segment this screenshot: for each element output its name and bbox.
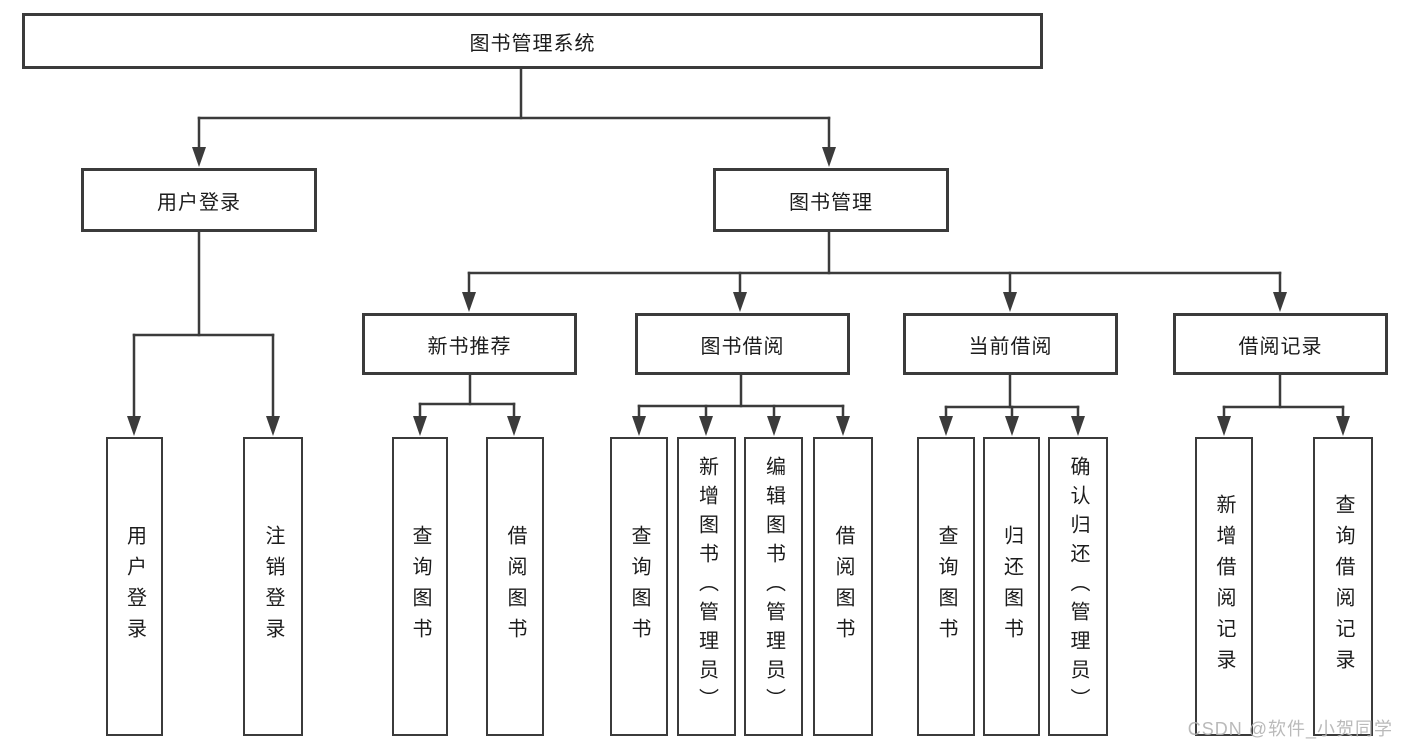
node-root-label: 图书管理系统 (469, 32, 596, 55)
node-book-management: 图书管理 (713, 168, 949, 232)
leaf-edit-book-admin-label: 编辑图书（管理员） (762, 456, 785, 717)
node-new-book-recommend-label: 新书推荐 (427, 335, 512, 358)
leaf-query-books-borrow: 查询图书 (610, 437, 668, 736)
leaf-borrow-books-recommend-label: 借阅图书 (504, 524, 526, 649)
leaf-borrow-books-recommend: 借阅图书 (486, 437, 544, 736)
node-current-borrow: 当前借阅 (903, 313, 1118, 375)
leaf-query-books-current: 查询图书 (917, 437, 975, 736)
leaf-borrow-books: 借阅图书 (813, 437, 873, 736)
leaf-confirm-return-admin-label: 确认归还（管理员） (1067, 456, 1089, 717)
node-root: 图书管理系统 (22, 13, 1043, 69)
leaf-add-book-admin-label: 新增图书（管理员） (695, 456, 718, 717)
leaf-query-books-recommend-label: 查询图书 (409, 524, 431, 649)
node-book-borrow-label: 图书借阅 (700, 335, 785, 358)
leaf-add-book-admin: 新增图书（管理员） (677, 437, 736, 736)
node-user-login-label: 用户登录 (157, 191, 241, 214)
watermark-text: CSDN @软件_小贺同学 (1187, 719, 1393, 739)
leaf-add-borrow-record-label: 新增借阅记录 (1213, 493, 1235, 680)
node-borrow-records-label: 借阅记录 (1238, 335, 1323, 358)
leaf-query-borrow-record: 查询借阅记录 (1313, 437, 1373, 736)
leaf-query-books-current-label: 查询图书 (935, 524, 957, 649)
leaf-borrow-books-label: 借阅图书 (832, 524, 854, 649)
leaf-edit-book-admin: 编辑图书（管理员） (744, 437, 803, 736)
leaf-return-book: 归还图书 (983, 437, 1040, 736)
node-user-login: 用户登录 (81, 168, 317, 232)
node-new-book-recommend: 新书推荐 (362, 313, 577, 375)
node-book-management-label: 图书管理 (789, 191, 873, 214)
node-borrow-records: 借阅记录 (1173, 313, 1388, 375)
leaf-logout: 注销登录 (243, 437, 303, 736)
leaf-query-borrow-record-label: 查询借阅记录 (1332, 493, 1354, 680)
leaf-return-book-label: 归还图书 (1000, 524, 1023, 649)
leaf-confirm-return-admin: 确认归还（管理员） (1048, 437, 1108, 736)
leaf-user-login-label: 用户登录 (123, 524, 146, 649)
node-book-borrow: 图书借阅 (635, 313, 850, 375)
leaf-query-books-borrow-label: 查询图书 (628, 524, 650, 649)
leaf-user-login: 用户登录 (106, 437, 163, 736)
leaf-query-books-recommend: 查询图书 (392, 437, 448, 736)
node-current-borrow-label: 当前借阅 (968, 335, 1053, 358)
leaf-logout-label: 注销登录 (262, 524, 284, 649)
leaf-add-borrow-record: 新增借阅记录 (1195, 437, 1253, 736)
